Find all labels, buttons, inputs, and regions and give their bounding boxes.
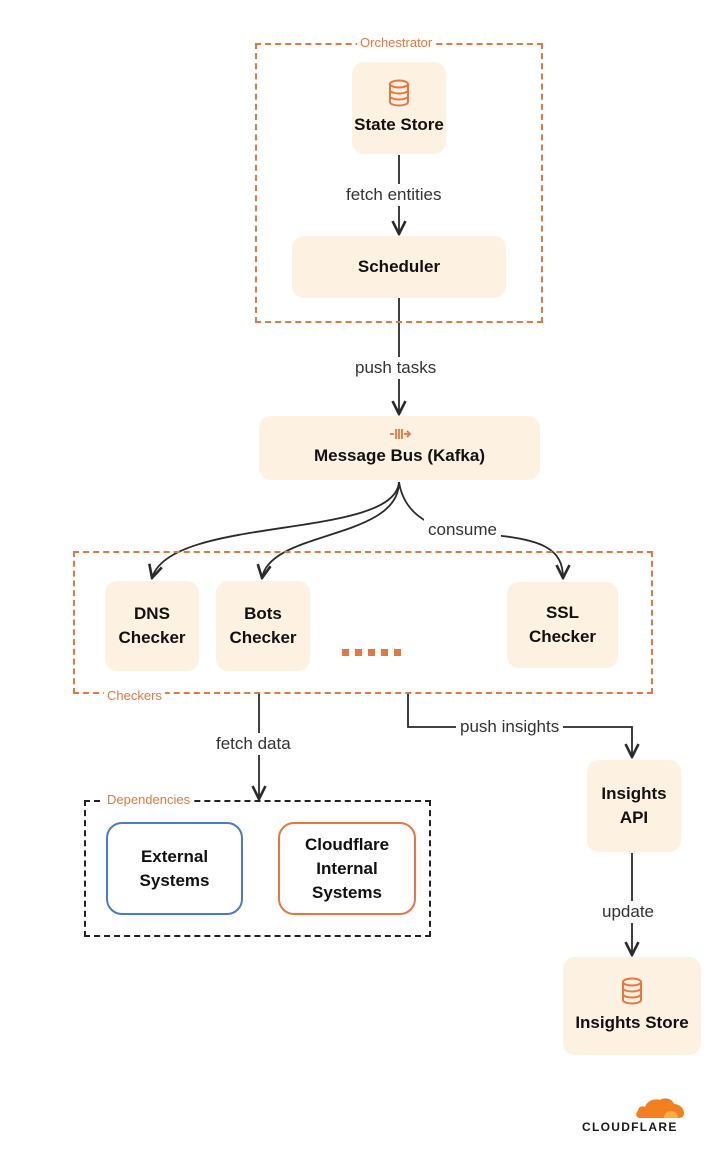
push-tasks-label: push tasks bbox=[351, 357, 441, 379]
ssl-checker-label: SSL Checker bbox=[528, 603, 597, 646]
checkers-group-label: Checkers bbox=[104, 688, 165, 704]
state-store-node: State Store bbox=[352, 62, 446, 154]
fetch-data-label: fetch data bbox=[212, 733, 295, 755]
dns-checker-node: DNS Checker bbox=[105, 581, 199, 671]
edge-to-bots bbox=[262, 481, 400, 578]
fetch-entities-label: fetch entities bbox=[342, 184, 446, 206]
checkers-group bbox=[73, 551, 653, 694]
cloudflare-logo-text: CLOUDFLARE bbox=[582, 1120, 678, 1134]
insights-store-label: Insights Store bbox=[575, 1013, 689, 1032]
edge-to-dns bbox=[152, 481, 400, 578]
external-systems-node: External Systems bbox=[106, 822, 243, 915]
orchestrator-group-label: Orchestrator bbox=[357, 35, 436, 51]
dns-checker-label: DNS Checker bbox=[118, 604, 186, 647]
update-label: update bbox=[598, 901, 658, 923]
more-checkers-ellipsis bbox=[342, 649, 401, 656]
cloudflare-logo bbox=[636, 1098, 684, 1118]
database-icon bbox=[622, 977, 642, 1005]
message-queue-icon bbox=[389, 429, 411, 439]
insights-api-label: Insights API bbox=[601, 784, 667, 827]
message-bus-node: Message Bus (Kafka) bbox=[259, 416, 540, 480]
dependencies-group bbox=[84, 800, 431, 937]
dependencies-group-label: Dependencies bbox=[104, 792, 194, 808]
insights-api-node: Insights API bbox=[587, 760, 681, 852]
state-store-label: State Store bbox=[354, 115, 444, 134]
external-systems-label: External Systems bbox=[139, 846, 210, 890]
scheduler-node: Scheduler bbox=[292, 236, 506, 298]
cloudflare-internal-systems-label: Cloudflare Internal Systems bbox=[304, 834, 390, 902]
ssl-checker-node: SSL Checker bbox=[507, 582, 618, 668]
message-bus-label: Message Bus (Kafka) bbox=[313, 446, 485, 465]
database-icon bbox=[389, 79, 409, 107]
consume-label: consume bbox=[424, 519, 501, 541]
push-insights-label: push insights bbox=[456, 716, 564, 738]
scheduler-label: Scheduler bbox=[357, 257, 441, 276]
insights-store-node: Insights Store bbox=[563, 957, 701, 1055]
bots-checker-node: Bots Checker bbox=[216, 581, 310, 671]
bots-checker-label: Bots Checker bbox=[229, 604, 297, 647]
cloudflare-internal-systems-node: Cloudflare Internal Systems bbox=[278, 822, 416, 915]
